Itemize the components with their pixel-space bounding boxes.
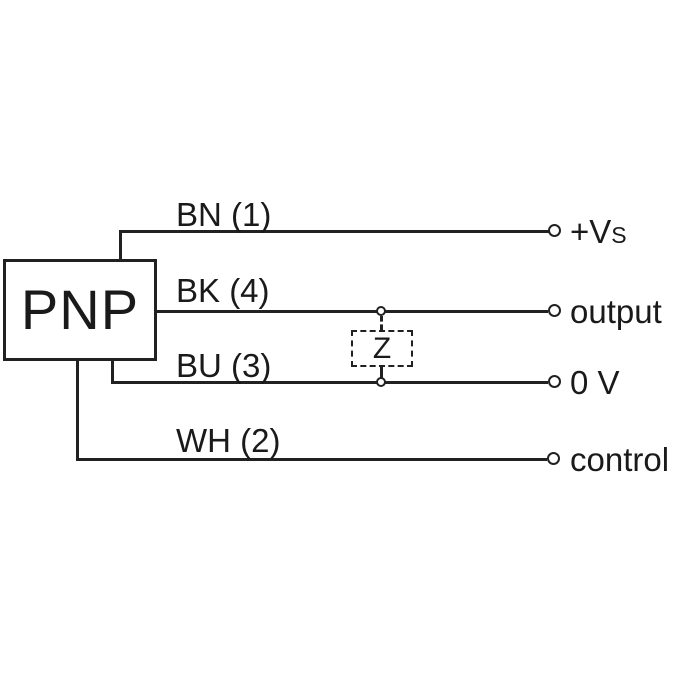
wire-label-bu: BU (3): [176, 347, 272, 384]
wire-wh-horizontal: [76, 458, 547, 461]
junction-dot-0v: [376, 377, 386, 387]
terminal-label-vs: +VS: [570, 215, 627, 248]
junction-dot-output: [376, 306, 386, 316]
terminal-label-control: control: [570, 443, 669, 476]
device-box: PNP: [3, 259, 157, 361]
terminal-label-output-main: output: [570, 293, 662, 330]
wire-wh-vertical: [76, 358, 79, 461]
wire-bn-horizontal: [119, 230, 549, 233]
impedance-connector-bottom: [380, 366, 383, 378]
terminal-label-output: output: [570, 295, 662, 328]
terminal-circle-control: [547, 452, 560, 465]
wire-label-wh: WH (2): [176, 422, 281, 459]
wire-bu-vertical: [111, 358, 114, 384]
terminal-label-control-main: control: [570, 441, 670, 478]
terminal-label-0v: 0 V: [570, 366, 620, 399]
terminal-label-vs-main: +V: [570, 213, 612, 250]
impedance-connector-top: [380, 316, 383, 330]
wire-label-bn: BN (1): [176, 196, 272, 233]
terminal-circle-vs: [548, 224, 561, 237]
impedance-label: Z: [372, 331, 392, 365]
wire-bn-vertical: [119, 231, 122, 262]
terminal-label-0v-main: 0 V: [570, 364, 620, 401]
terminal-circle-output: [548, 304, 561, 317]
terminal-label-vs-sub: S: [611, 222, 627, 248]
device-label: PNP: [20, 278, 140, 341]
wire-bk-horizontal: [154, 310, 548, 313]
terminal-circle-0v: [548, 375, 561, 388]
wire-bu-horizontal: [111, 381, 548, 384]
impedance-box: Z: [351, 330, 413, 367]
wire-label-bk: BK (4): [176, 272, 270, 309]
